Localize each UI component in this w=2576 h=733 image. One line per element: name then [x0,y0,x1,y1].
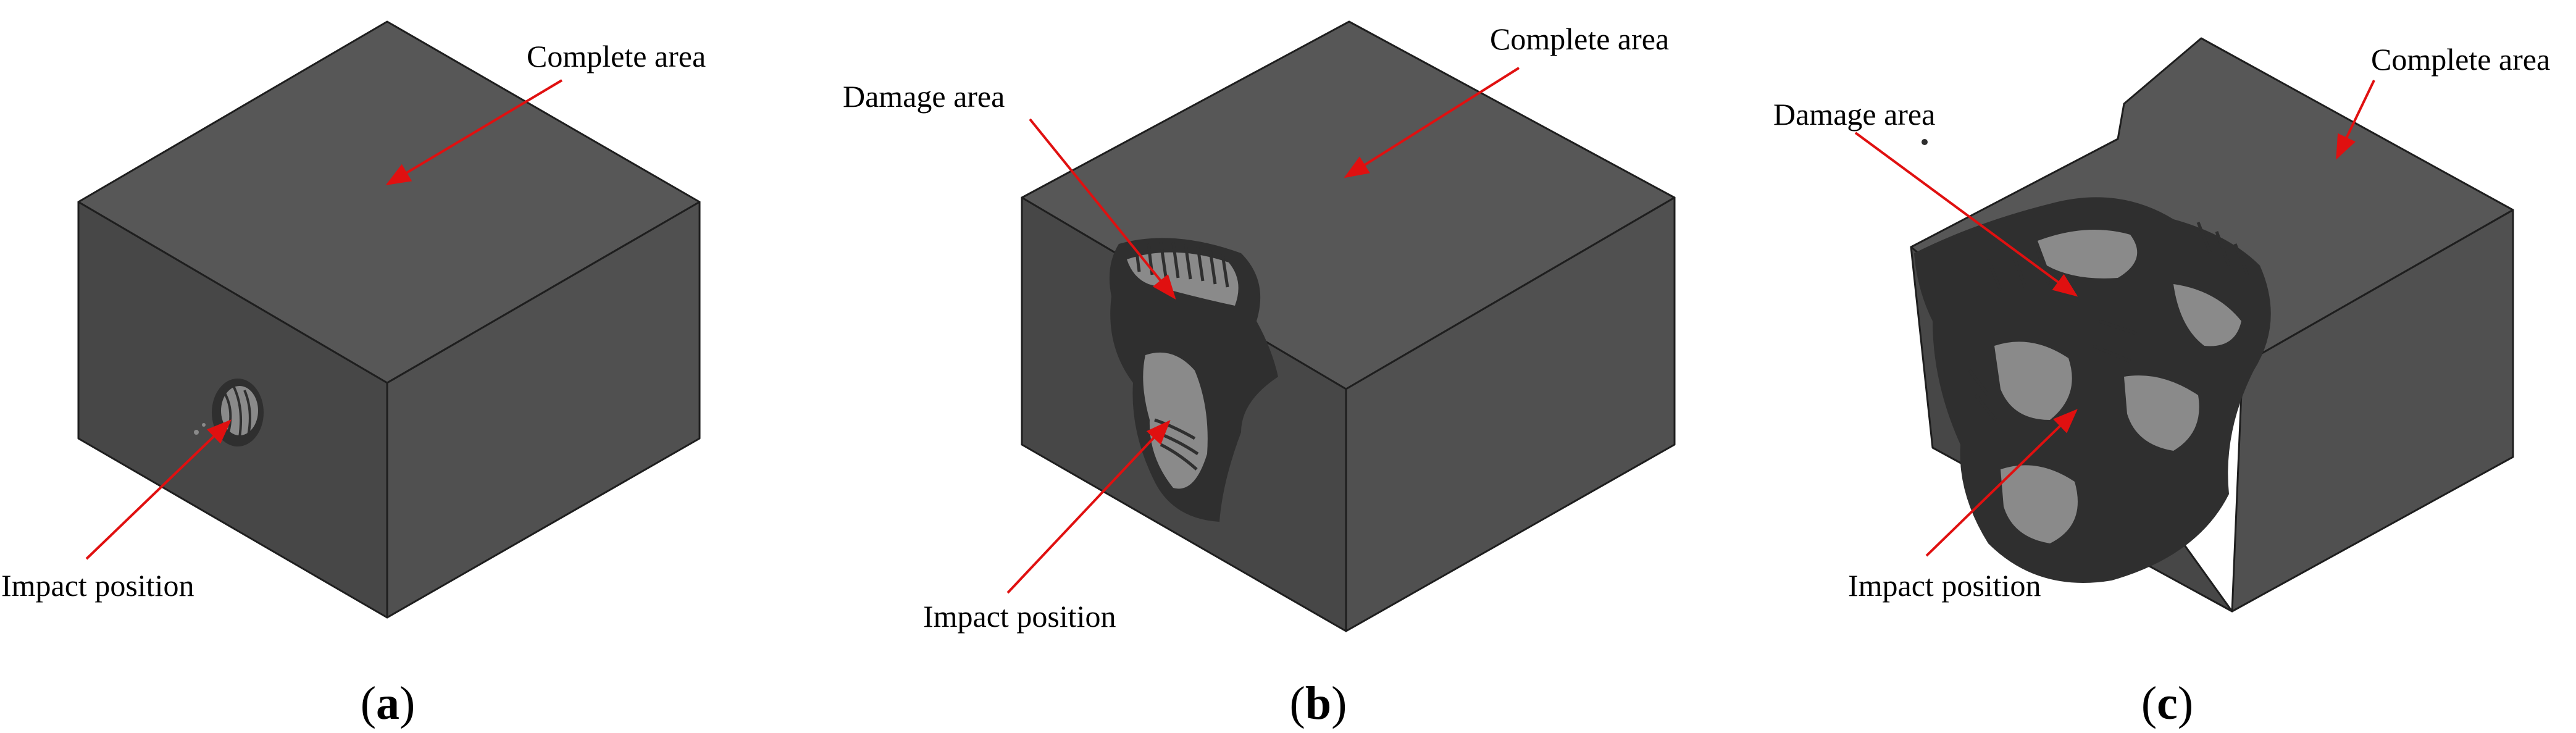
panel-c-complete-label: Complete area [2371,42,2550,77]
panel-c-side-face [2231,209,2514,613]
panel-b-complete-label: Complete area [1490,22,1669,56]
panel-a-letter: a [376,677,399,729]
panel-b-impact-arrow [1006,420,1171,594]
panel-b-impact-label: Impact position [923,599,1116,634]
panel-a-impact-arrow [85,419,232,560]
panel-b-side-face [1345,196,1676,632]
panel-b-letter: b [1305,677,1331,729]
panel-b-caption: (b) [1290,677,1347,729]
panel-a-side-face [386,201,701,619]
panel-a-impact-label: Impact position [1,568,194,603]
panel-c-damage-arrow [1854,132,2078,297]
panel-c-complete-arrow [2336,80,2375,160]
panel-c-letter: c [2157,677,2178,729]
panel-c-impact-arrow [1925,409,2078,557]
panel-c-impact-label: Impact position [1848,568,2041,603]
panel-a-caption: (a) [361,677,416,729]
panel-c-damage-label: Damage area [1773,97,1935,132]
panel-a: Complete area Impact position (a) [1,20,706,729]
panel-c-damage-zone [1914,139,2271,584]
panel-c: Complete area Damage area Impact positio… [1773,37,2550,729]
panel-b-damage-arrow [1029,118,1176,300]
panel-a-complete-label: Complete area [527,39,706,73]
panel-c-caption: (c) [2141,677,2193,729]
panel-b-damage-label: Damage area [843,79,1005,114]
panel-b: Complete area Damage area Impact positio… [843,20,1676,729]
panel-b-complete-arrow [1344,67,1520,178]
panel-b-damage-zone [1109,238,1278,522]
panel-a-complete-arrow [385,79,563,186]
